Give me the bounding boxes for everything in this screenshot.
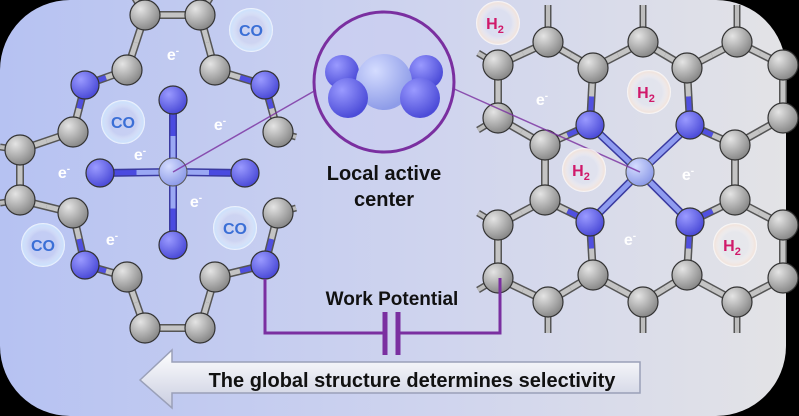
carbon-atom (4, 184, 36, 216)
carbon-atom (57, 197, 89, 229)
electron-superscript: - (223, 116, 226, 127)
electron-superscript: - (67, 164, 70, 175)
carbon-atom (4, 134, 36, 166)
nitrogen-atom (675, 110, 705, 140)
carbon-atom (482, 209, 514, 241)
carbon-atom (111, 54, 143, 86)
nitrogen-atom-closeup (328, 78, 368, 118)
carbon-atom (129, 0, 161, 31)
carbon-atom (767, 209, 799, 241)
nitrogen-atom (158, 230, 188, 260)
nitrogen-atom (575, 207, 605, 237)
carbon-atom (199, 54, 231, 86)
carbon-atom (532, 286, 564, 318)
carbon-atom (719, 184, 751, 216)
carbon-atom (184, 312, 216, 344)
electron-superscript: - (691, 166, 694, 177)
h2-bubble (476, 1, 520, 45)
carbon-atom (111, 261, 143, 293)
co-bubble (21, 223, 65, 267)
title-line2: center (354, 189, 414, 211)
carbon-atom (482, 102, 514, 134)
nitrogen-atom (158, 85, 188, 115)
carbon-atom (184, 0, 216, 31)
carbon-atom (721, 286, 753, 318)
nitrogen-atom-closeup (400, 78, 440, 118)
carbon-atom (671, 52, 703, 84)
carbon-atom (482, 49, 514, 81)
co-bubble (101, 100, 145, 144)
h2-subscript: 2 (735, 246, 741, 258)
carbon-atom (262, 116, 294, 148)
co-label: CO (239, 23, 263, 40)
nitrogen-atom (70, 250, 100, 280)
electron-superscript: - (115, 231, 118, 242)
carbon-atom (627, 286, 659, 318)
co-label: CO (111, 115, 135, 132)
h2-subscript: 2 (584, 171, 590, 183)
co-bubble (229, 8, 273, 52)
electron-superscript: - (199, 193, 202, 204)
title-line1: Local active (327, 163, 442, 185)
carbon-atom (577, 52, 609, 84)
carbon-atom (129, 312, 161, 344)
carbon-atom (529, 184, 561, 216)
carbon-atom (671, 259, 703, 291)
co-bubble (213, 206, 257, 250)
electron-superscript: - (143, 146, 146, 157)
selectivity-arrow (138, 348, 641, 410)
h2-subscript: 2 (649, 93, 655, 105)
carbon-atom (57, 116, 89, 148)
carbon-atom (767, 102, 799, 134)
banner-text: The global structure determines selectiv… (209, 370, 617, 392)
circuit-wire (263, 279, 384, 335)
carbon-atom (767, 49, 799, 81)
circuit-wire (399, 278, 502, 335)
electron-superscript: - (176, 46, 179, 57)
carbon-atom (577, 259, 609, 291)
metal-atom-closeup (356, 54, 412, 110)
electron-superscript: - (633, 231, 636, 242)
carbon-atom (199, 261, 231, 293)
nitrogen-atom (85, 158, 115, 188)
nitrogen-atom (675, 207, 705, 237)
carbon-atom (719, 129, 751, 161)
work-potential-label: Work Potential (326, 289, 459, 310)
zoom-line (172, 89, 317, 173)
zoom-line (451, 87, 641, 173)
carbon-atom (532, 26, 564, 58)
nitrogen-atom (250, 250, 280, 280)
carbon-atom (262, 197, 294, 229)
co-label: CO (223, 221, 247, 238)
nitrogen-atom (230, 158, 260, 188)
carbon-atom (627, 26, 659, 58)
nitrogen-atom (70, 70, 100, 100)
nitrogen-atom (575, 110, 605, 140)
h2-bubble (562, 148, 606, 192)
carbon-atom (767, 262, 799, 294)
h2-bubble (713, 223, 757, 267)
carbon-atom (721, 26, 753, 58)
co-label: CO (31, 238, 55, 255)
electron-superscript: - (545, 91, 548, 102)
h2-bubble (627, 70, 671, 114)
carbon-atom (482, 262, 514, 294)
h2-subscript: 2 (498, 24, 504, 36)
nitrogen-atom (250, 70, 280, 100)
